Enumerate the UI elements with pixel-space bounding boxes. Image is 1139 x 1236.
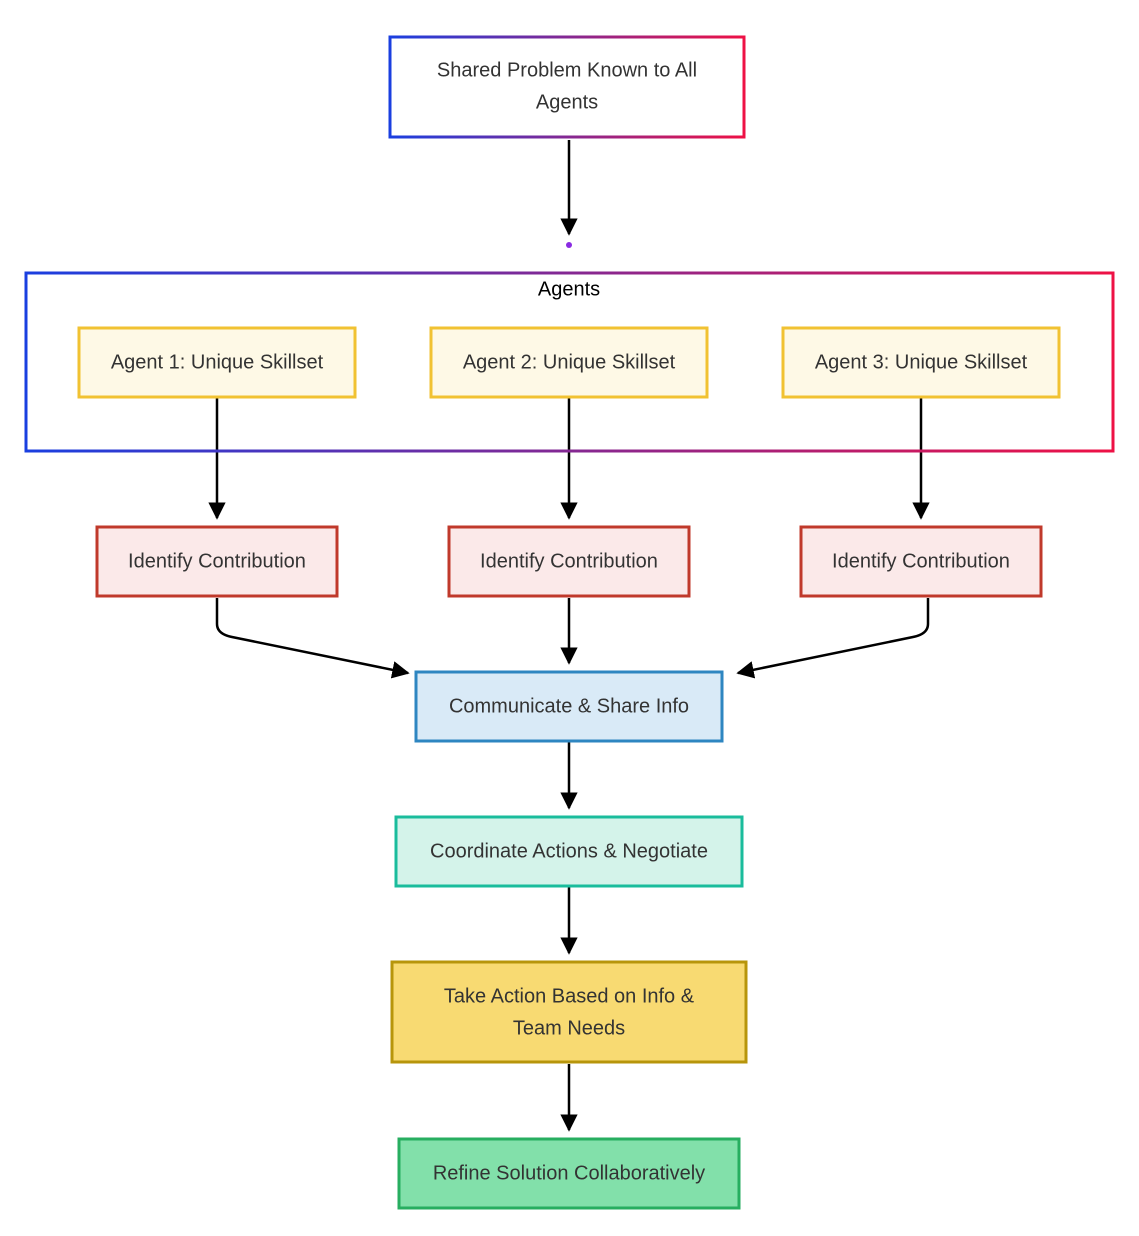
node-agent-1-label: Agent 1: Unique Skillset (111, 351, 324, 373)
agents-group-label: Agents (538, 278, 600, 300)
node-refine-solution-box (397, 1137, 741, 1210)
node-communicate: Communicate & Share Info (414, 670, 724, 743)
node-contribution-2: Identify Contribution (447, 525, 691, 598)
node-contribution-2-box (447, 525, 691, 598)
node-coordinate-box (394, 815, 744, 888)
node-contribution-1: Identify Contribution (95, 525, 339, 598)
node-coordinate: Coordinate Actions & Negotiate (394, 815, 744, 888)
agents-group-frame (24, 271, 1115, 453)
node-agent-1-box (77, 326, 357, 399)
node-shared-problem-label-line1: Shared Problem Known to All (437, 59, 697, 81)
node-shared-problem-label-line2: Agents (536, 91, 598, 113)
edges (208, 140, 930, 1132)
node-communicate-box (414, 670, 724, 743)
node-take-action-box (390, 960, 748, 1064)
node-agent-2-box (429, 326, 709, 399)
node-agent-2: Agent 2: Unique Skillset (429, 326, 709, 399)
edge-endpoint-dot (566, 242, 572, 248)
node-contribution-1-label: Identify Contribution (128, 550, 306, 572)
node-coordinate-label: Coordinate Actions & Negotiate (430, 840, 708, 862)
node-refine-solution-label: Refine Solution Collaboratively (433, 1162, 705, 1184)
edge-contribution3-to-communicate (736, 598, 930, 679)
node-agent-2-label: Agent 2: Unique Skillset (463, 351, 676, 373)
node-agent-3: Agent 3: Unique Skillset (781, 326, 1061, 399)
node-refine-solution: Refine Solution Collaboratively (397, 1137, 741, 1210)
node-take-action: Take Action Based on Info & Team Needs (390, 960, 748, 1064)
node-shared-problem-box (388, 35, 746, 139)
node-communicate-label: Communicate & Share Info (449, 695, 689, 717)
nodes: Shared Problem Known to All Agents Agent… (77, 35, 1061, 1210)
node-contribution-3-label: Identify Contribution (832, 550, 1010, 572)
node-shared-problem: Shared Problem Known to All Agents (388, 35, 746, 139)
node-contribution-1-box (95, 525, 339, 598)
node-agent-3-label: Agent 3: Unique Skillset (815, 351, 1028, 373)
node-agent-1: Agent 1: Unique Skillset (77, 326, 357, 399)
node-contribution-3: Identify Contribution (799, 525, 1043, 598)
node-contribution-3-box (799, 525, 1043, 598)
node-take-action-label-line1: Take Action Based on Info & (444, 985, 695, 1007)
node-take-action-label-line2: Team Needs (513, 1017, 625, 1039)
node-agent-3-box (781, 326, 1061, 399)
edge-contribution1-to-communicate (215, 598, 410, 679)
node-contribution-2-label: Identify Contribution (480, 550, 658, 572)
agents-group: Agents (24, 271, 1115, 453)
